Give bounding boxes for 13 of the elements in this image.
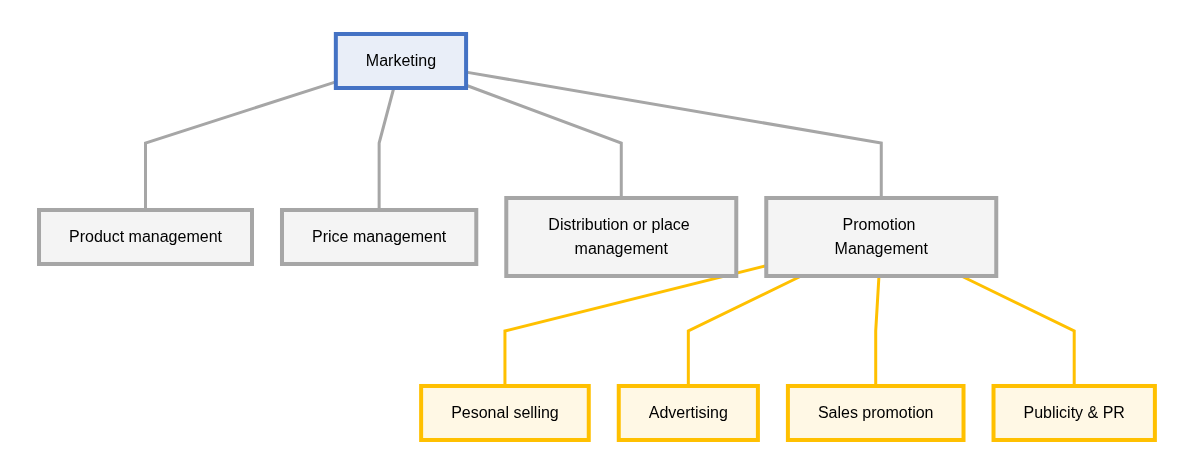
- node-box: Publicity & PR: [991, 383, 1157, 442]
- node-box: Promotion Management: [763, 195, 998, 278]
- connector: [465, 70, 883, 198]
- node-box: Sales promotion: [785, 383, 966, 442]
- node-box: Distribution or place management: [503, 195, 738, 278]
- node-box: Pesonal selling: [418, 383, 591, 442]
- node-box: Product management: [36, 207, 254, 266]
- node-box: Price management: [279, 207, 478, 266]
- connector: [873, 275, 880, 386]
- connector: [465, 83, 623, 198]
- connector: [377, 87, 395, 210]
- node-box: Advertising: [616, 383, 760, 442]
- node-box: Marketing: [333, 31, 468, 90]
